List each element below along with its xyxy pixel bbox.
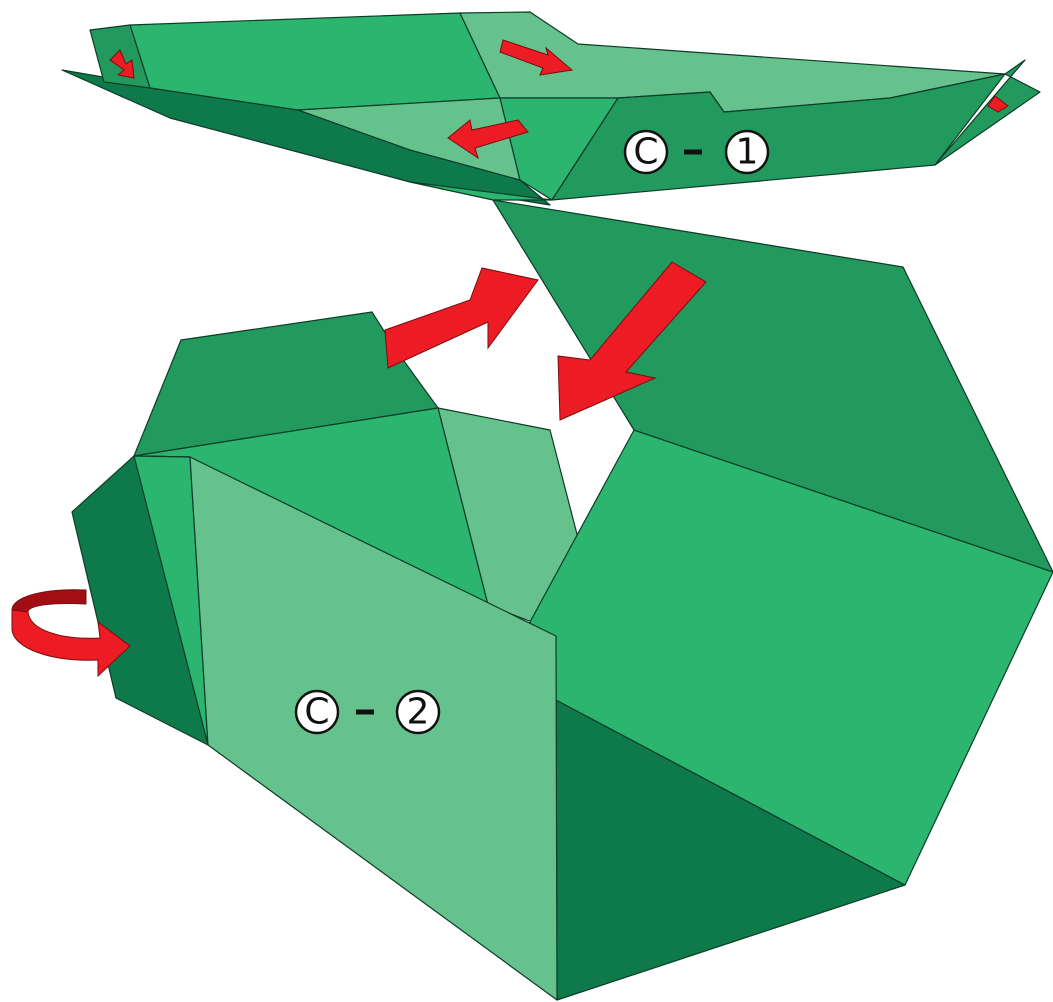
label-c1-number: 1 bbox=[736, 132, 759, 173]
arrow-icon bbox=[385, 268, 538, 368]
piece-c2 bbox=[72, 200, 1053, 1000]
label-c2-letter: C bbox=[304, 692, 329, 733]
label-c2-number: 2 bbox=[407, 692, 430, 733]
piece-c1 bbox=[62, 12, 1040, 205]
label-c1-letter: C bbox=[633, 132, 658, 173]
curved-arrow-icon bbox=[12, 590, 86, 612]
